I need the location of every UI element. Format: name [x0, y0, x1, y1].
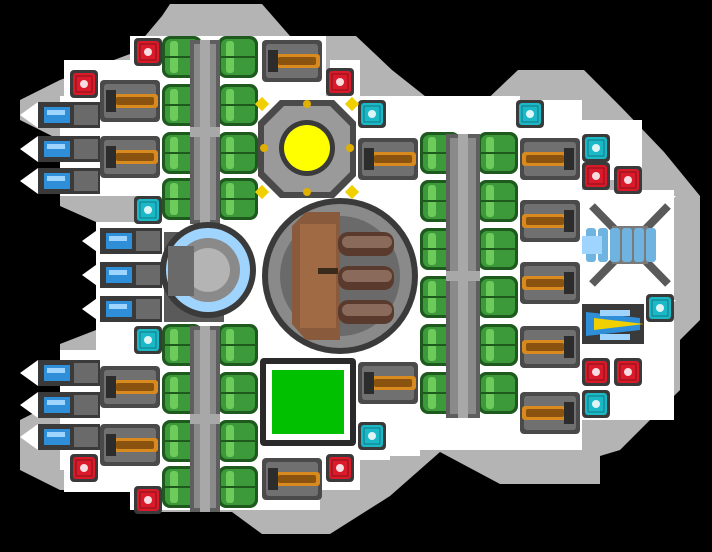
thruster: [20, 136, 100, 162]
fuel-tank: [478, 180, 518, 222]
fuel-tank: [218, 132, 258, 174]
missile-icon: [582, 304, 644, 344]
cyan-node-icon: [582, 134, 610, 162]
thruster: [20, 392, 100, 418]
fuel-tank: [478, 228, 518, 270]
red-node-icon: [134, 38, 162, 66]
fuel-tank: [218, 324, 258, 366]
fuel-tank: [218, 466, 258, 508]
green-screen-icon: [260, 358, 356, 446]
cyan-node-icon: [646, 294, 674, 322]
antenna-icon: [582, 203, 671, 287]
cyan-node-icon: [582, 390, 610, 418]
gun-turret: [520, 138, 580, 180]
gun-turret: [520, 262, 580, 304]
thruster: [82, 296, 162, 322]
dome-icon: [160, 222, 256, 322]
cyan-node-icon: [134, 196, 162, 224]
gun-turret: [358, 138, 418, 180]
red-node-icon: [70, 70, 98, 98]
cyan-node-icon: [358, 100, 386, 128]
fuel-tank: [478, 132, 518, 174]
fuel-tank: [218, 178, 258, 220]
cyan-node-icon: [358, 422, 386, 450]
gun-turret: [100, 80, 160, 122]
reactor-icon: [254, 96, 360, 200]
thruster: [82, 228, 162, 254]
pipe-junction: [190, 326, 220, 512]
pipe-junction: [190, 40, 220, 224]
gun-turret: [358, 362, 418, 404]
fuel-tank: [478, 372, 518, 414]
red-node-icon: [326, 68, 354, 96]
thruster: [20, 102, 100, 128]
thruster: [82, 262, 162, 288]
red-node-icon: [582, 358, 610, 386]
cyan-node-icon: [134, 326, 162, 354]
gun-turret: [520, 200, 580, 242]
red-node-icon: [582, 162, 610, 190]
fuel-tank: [478, 276, 518, 318]
gun-turret: [520, 326, 580, 368]
red-node-icon: [614, 358, 642, 386]
red-node-icon: [614, 166, 642, 194]
gun-turret: [100, 424, 160, 466]
fuel-tank: [218, 420, 258, 462]
gun-turret: [100, 366, 160, 408]
gun-turret: [100, 136, 160, 178]
cyan-node-icon: [516, 100, 544, 128]
fuel-tank: [218, 36, 258, 78]
gun-turret: [262, 40, 322, 82]
fuel-tank: [478, 324, 518, 366]
brown-turret-icon: [262, 198, 418, 354]
thruster: [20, 360, 100, 386]
fuel-tank: [218, 84, 258, 126]
gun-turret: [262, 458, 322, 500]
red-node-icon: [326, 454, 354, 482]
thruster: [20, 424, 100, 450]
pipe-junction: [446, 134, 480, 418]
thruster: [20, 168, 100, 194]
fuel-tank: [218, 372, 258, 414]
red-node-icon: [134, 486, 162, 514]
gun-turret: [520, 392, 580, 434]
red-node-icon: [70, 454, 98, 482]
